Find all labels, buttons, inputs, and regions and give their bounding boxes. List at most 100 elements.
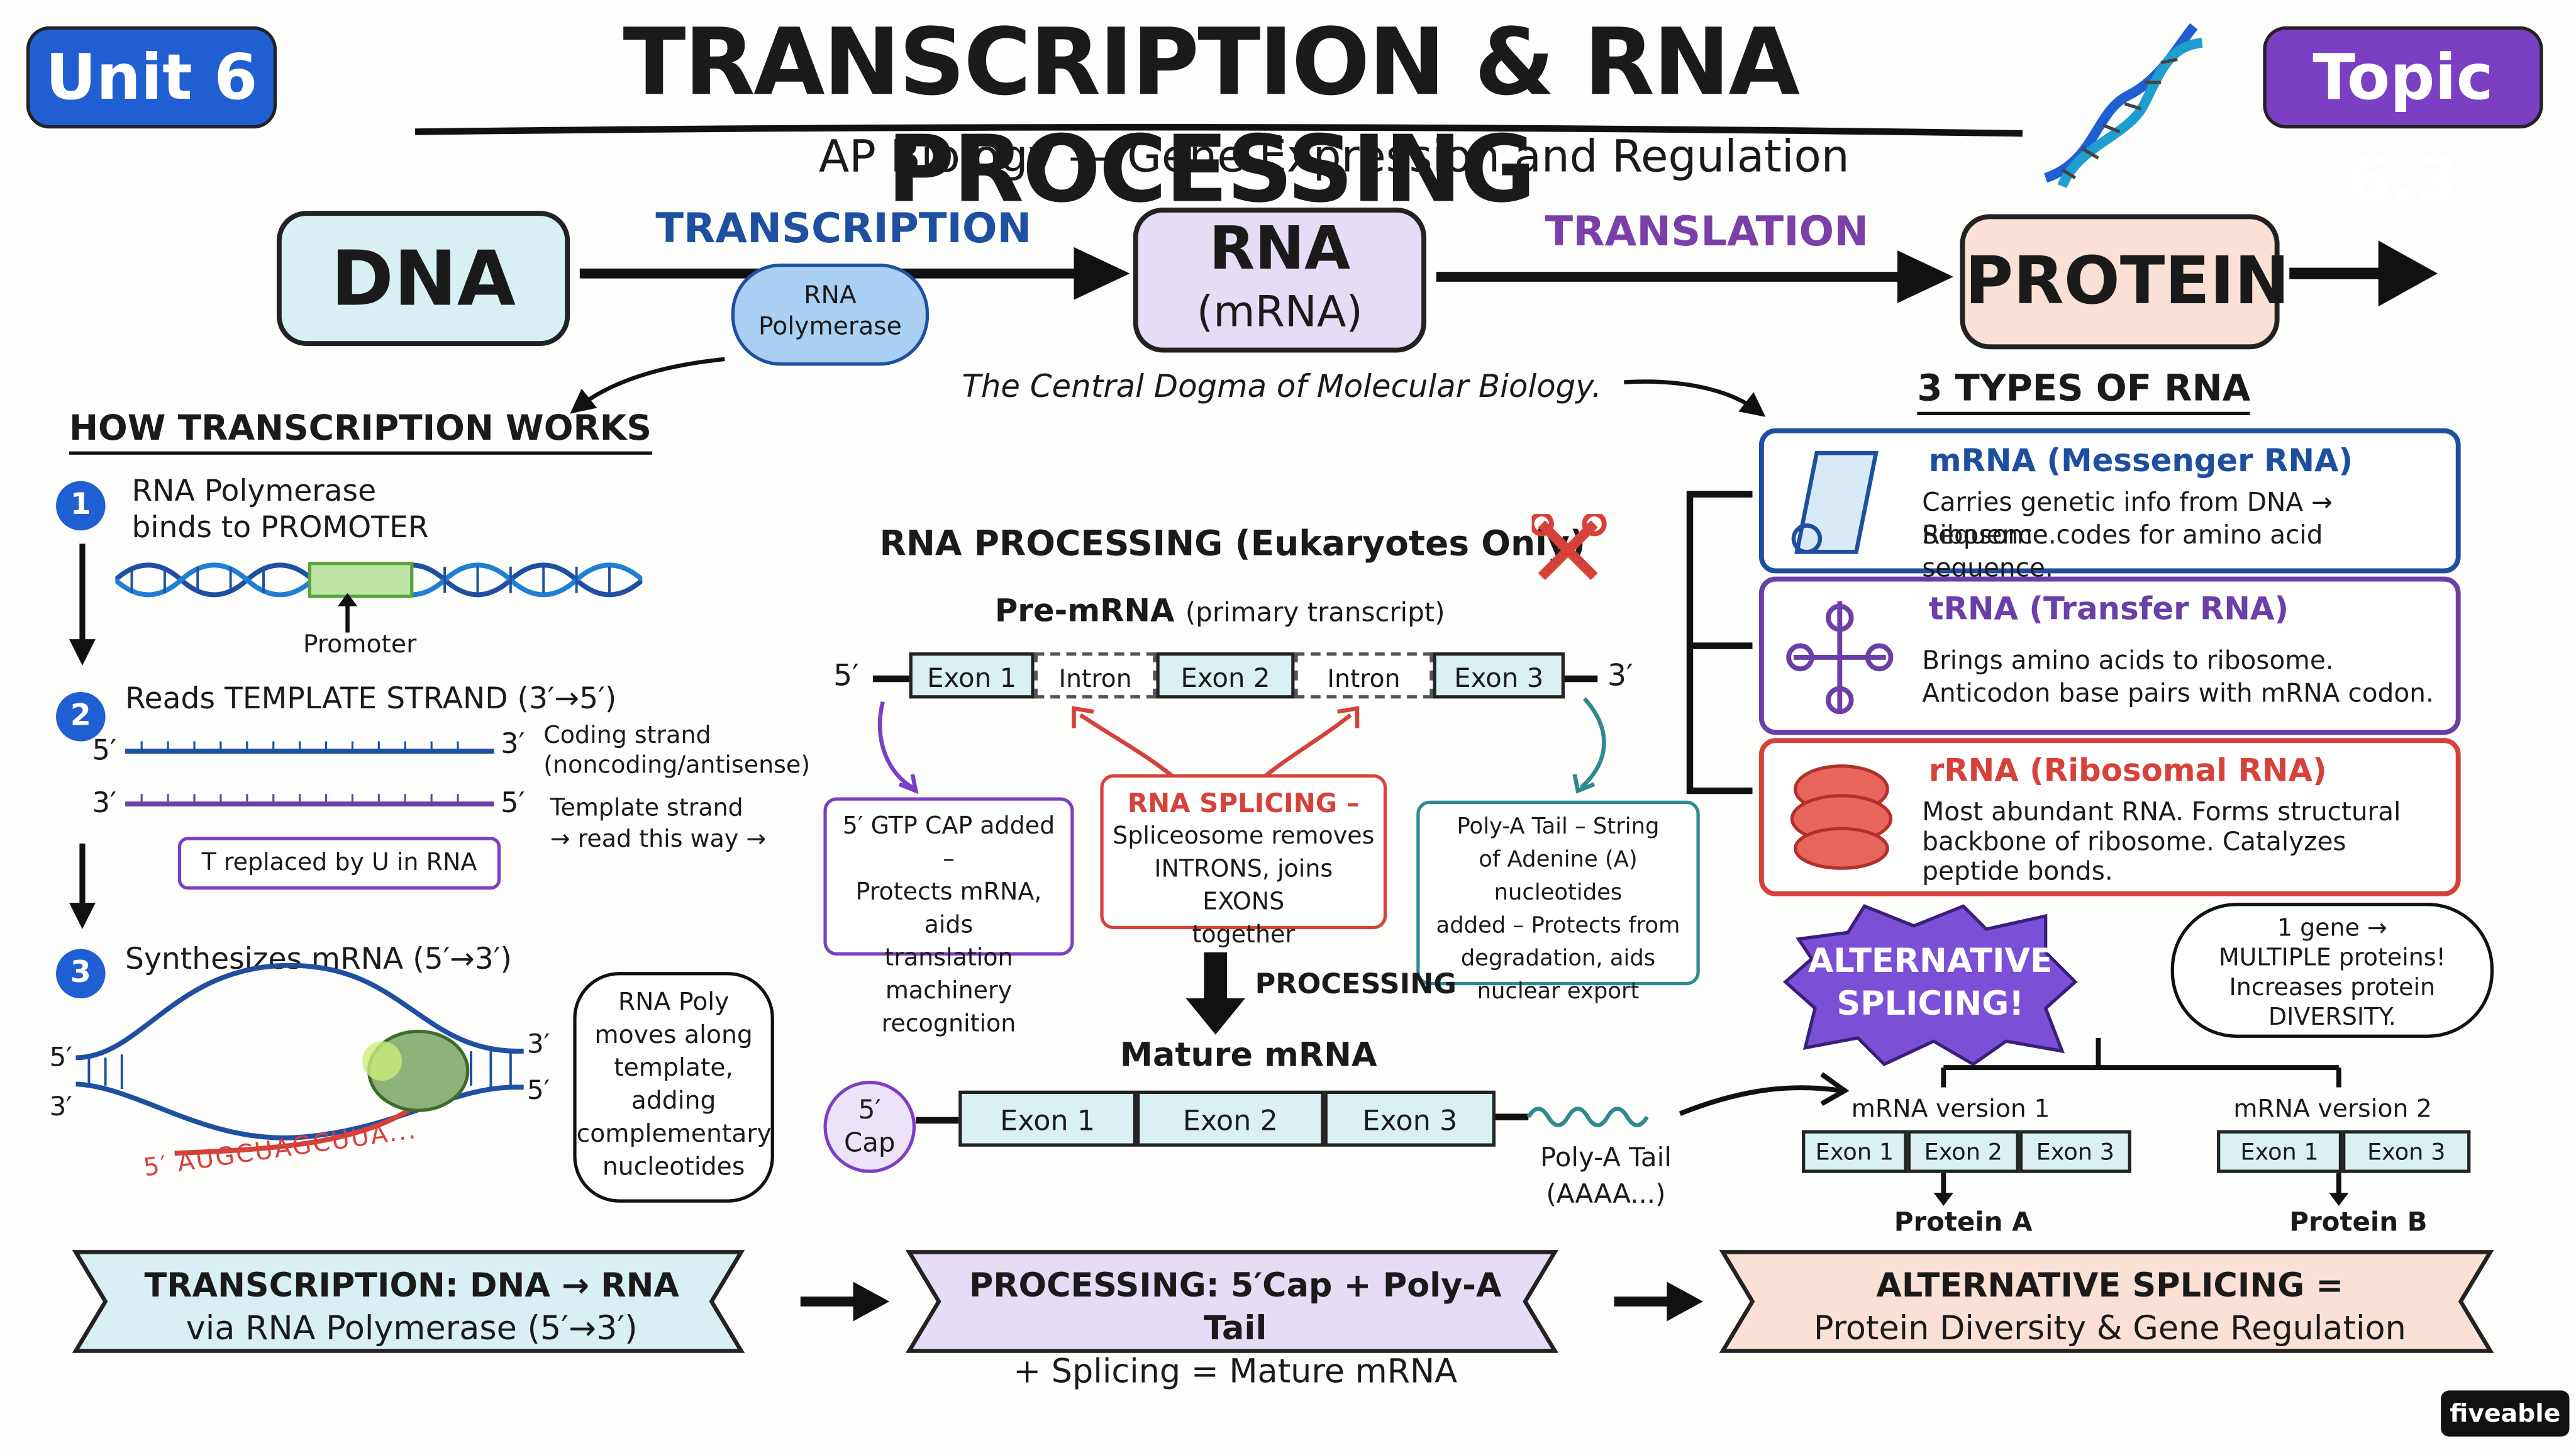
processing-arrow bbox=[1185, 952, 1245, 1035]
cap-callout-line2: Protects mRNA, aids bbox=[855, 879, 1042, 939]
strand-bottom-5: 5′ bbox=[501, 787, 525, 821]
polya-line1: Poly-A Tail – String bbox=[1457, 813, 1660, 840]
polya-line5: nuclear export bbox=[1477, 978, 1640, 1005]
alternative-connectors bbox=[1679, 1037, 2349, 1207]
speech-line3: template, bbox=[614, 1052, 734, 1083]
summary-alternative-line2: Protein Diversity & Gene Regulation bbox=[1813, 1308, 2406, 1348]
mrna-title: mRNA (Messenger RNA) bbox=[1928, 443, 2353, 480]
step1-line1: RNA Polymerase bbox=[131, 474, 377, 510]
mrna-line1: Carries genetic info from DNA → Ribosome… bbox=[1922, 488, 2333, 550]
ribosome-icon bbox=[1790, 764, 1893, 870]
cap-circle-line1: 5′ bbox=[858, 1093, 881, 1125]
polya-tail-line1: Poly-A Tail bbox=[1540, 1141, 1672, 1173]
cap-callout: 5′ GTP CAP added – Protects mRNA, aids t… bbox=[823, 797, 1074, 1038]
step2-number: 2 bbox=[56, 691, 106, 742]
trna-cloverleaf-icon bbox=[1786, 601, 1894, 715]
bubble-5-left: 5′ bbox=[49, 1041, 72, 1073]
splicing-line1: Spliceosome removes bbox=[1113, 823, 1375, 850]
rna-poly-speech-bubble: RNA Poly moves along template, adding co… bbox=[573, 972, 774, 1203]
trna-title: tRNA (Transfer RNA) bbox=[1928, 591, 2289, 628]
splicing-line3: together bbox=[1192, 922, 1296, 949]
bubble-3-left: 3′ bbox=[49, 1090, 72, 1122]
promoter-dna-helix bbox=[115, 562, 643, 598]
central-dogma-caption: The Central Dogma of Molecular Biology. bbox=[962, 369, 1602, 406]
rrna-title: rRNA (Ribosomal RNA) bbox=[1928, 752, 2327, 789]
premrna-intron1: Intron bbox=[1034, 652, 1157, 699]
alt-bubble-line1: 1 gene → bbox=[2277, 916, 2387, 943]
page-subtitle: AP Biology — Gene Expression and Regulat… bbox=[818, 131, 1850, 183]
topic-badge: Topic 6.3 bbox=[2263, 26, 2543, 216]
mature-mrna-line bbox=[916, 1117, 965, 1124]
dna-box: DNA bbox=[276, 211, 570, 346]
summary-processing-line2: + Splicing = Mature mRNA bbox=[1013, 1351, 1458, 1391]
polya-tail-label: Poly-A Tail (AAAA...) bbox=[1532, 1140, 1680, 1212]
page-title: TRANSCRIPTION & RNA PROCESSING bbox=[623, 9, 1800, 225]
splicing-line2: INTRONS, joins EXONS bbox=[1154, 856, 1333, 917]
rrna-line3: peptide bonds. bbox=[1922, 856, 2113, 886]
speech-line6: nucleotides bbox=[602, 1151, 745, 1181]
rna-box-line2: (mRNA) bbox=[1196, 288, 1363, 338]
alternative-splicing-starburst bbox=[1782, 904, 2078, 1066]
cap-circle-line2: Cap bbox=[843, 1127, 896, 1159]
step-down-arrows bbox=[69, 544, 96, 930]
alt-bubble-line4: DIVERSITY. bbox=[2268, 1005, 2396, 1032]
rna-polymerase-cloud: RNA Polymerase bbox=[731, 264, 930, 366]
speech-line2: moves along bbox=[594, 1020, 753, 1050]
rrna-card: rRNA (Ribosomal RNA) Most abundant RNA. … bbox=[1758, 738, 2461, 896]
mrna-card: mRNA (Messenger RNA) Carries genetic inf… bbox=[1758, 428, 2461, 583]
mature-exon3: Exon 3 bbox=[1324, 1090, 1496, 1147]
title-underline bbox=[414, 124, 2023, 137]
protein-box: PROTEIN bbox=[1960, 214, 2290, 350]
bubble-5-right: 5′ bbox=[527, 1074, 550, 1106]
premrna-intron2: Intron bbox=[1294, 652, 1433, 699]
strand-bottom-3: 3′ bbox=[92, 787, 117, 821]
mature-mrna-label: Mature mRNA bbox=[1119, 1034, 1377, 1074]
premrna-label: Pre-mRNA (primary transcript) bbox=[995, 593, 1445, 630]
premrna-exon2: Exon 2 bbox=[1156, 652, 1295, 699]
cap-callout-line4: recognition bbox=[881, 1012, 1016, 1038]
speech-line5: complementary bbox=[576, 1118, 772, 1149]
step2-text: Reads TEMPLATE STRAND (3′→5′) bbox=[125, 682, 617, 717]
summary-transcription-line2: via RNA Polymerase (5′→3′) bbox=[186, 1308, 638, 1348]
polya-line2: of Adenine (A) nucleotides bbox=[1479, 847, 1638, 906]
polya-tail-squiggle bbox=[1495, 1107, 1649, 1127]
promoter-label: Promoter bbox=[303, 629, 417, 659]
step1-line2: binds to PROMOTER bbox=[131, 510, 429, 545]
polya-line3: added – Protects from bbox=[1436, 912, 1680, 939]
processing-label: PROCESSING bbox=[1255, 968, 1457, 1002]
protein-b-label: Protein B bbox=[2289, 1206, 2428, 1237]
alt-badge-line1: ALTERNATIVE bbox=[1807, 940, 2053, 981]
coding-strand-line2: (noncoding/antisense) bbox=[543, 752, 811, 779]
bubble-3-right: 3′ bbox=[527, 1028, 550, 1059]
splicing-callout: RNA SPLICING – Spliceosome removes INTRO… bbox=[1100, 774, 1387, 949]
unit-badge: Unit 6 bbox=[26, 26, 277, 129]
rna-types-heading: 3 TYPES OF RNA bbox=[1917, 369, 2251, 415]
trna-line1: Brings amino acids to ribosome. bbox=[1922, 645, 2334, 676]
mrna-version1-label: mRNA version 1 bbox=[1851, 1093, 2050, 1124]
summary-processing-line1: PROCESSING: 5′Cap + Poly-A Tail bbox=[969, 1265, 1502, 1348]
speech-line4: adding bbox=[631, 1085, 716, 1115]
alternative-splicing-badge: ALTERNATIVE SPLICING! bbox=[1805, 939, 2055, 1025]
premrna-5-end: 5′ bbox=[833, 659, 859, 694]
fiveable-logo: fiveable bbox=[2441, 1390, 2570, 1437]
polya-line4: degradation, aids bbox=[1460, 945, 1656, 973]
premrna-exon3: Exon 3 bbox=[1433, 652, 1565, 699]
coding-strand-line1: Coding strand bbox=[543, 723, 711, 750]
cap-callout-line3: translation machinery bbox=[884, 945, 1013, 1005]
how-transcription-heading: HOW TRANSCRIPTION WORKS bbox=[69, 408, 652, 455]
trna-card: tRNA (Transfer RNA) Brings amino acids t… bbox=[1758, 576, 2461, 735]
step1-number: 1 bbox=[56, 481, 106, 531]
strand-top-3: 3′ bbox=[501, 728, 525, 761]
translation-label: TRANSLATION bbox=[1545, 207, 1869, 255]
promoter-arrow bbox=[337, 593, 358, 633]
cap-circle: 5′ Cap bbox=[823, 1080, 916, 1173]
v2-exon1: Exon 1 bbox=[2217, 1130, 2343, 1173]
template-strand-line2: → read this way → bbox=[550, 827, 767, 854]
splicing-title: RNA SPLICING – bbox=[1127, 787, 1360, 819]
v1-exon3: Exon 3 bbox=[2019, 1130, 2131, 1173]
dna-helix-icon bbox=[2043, 23, 2203, 189]
template-strand-line1: Template strand bbox=[550, 795, 743, 822]
rna-processing-heading: RNA PROCESSING (Eukaryotes Only) bbox=[879, 523, 1585, 564]
rna-box: RNA (mRNA) bbox=[1133, 207, 1426, 353]
rrna-line2: backbone of ribosome. Catalyzes bbox=[1922, 827, 2346, 857]
